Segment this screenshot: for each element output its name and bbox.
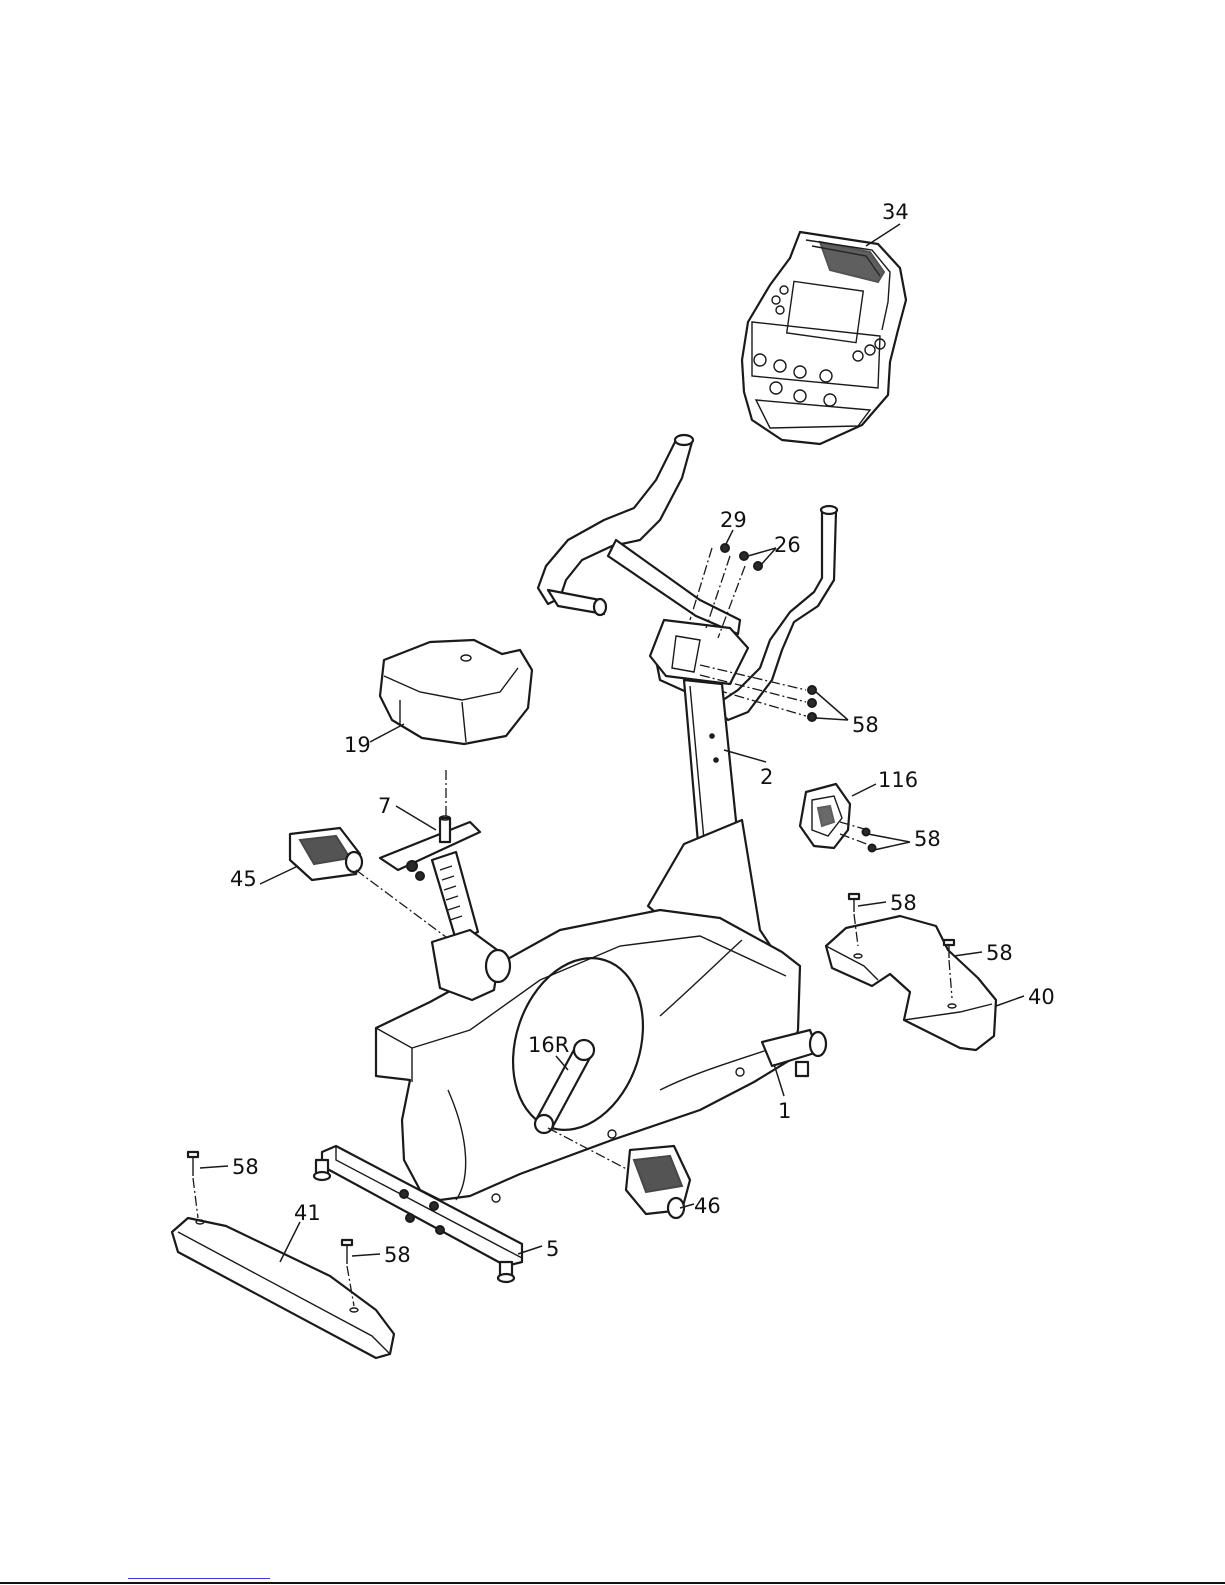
callout-1: 1 <box>778 1099 791 1123</box>
callout-40: 40 <box>1028 985 1055 1009</box>
seat-slider-part-7 <box>380 816 480 940</box>
leader-29 <box>726 530 733 544</box>
callout-26: 26 <box>774 533 801 557</box>
footer-link-underline <box>128 1578 270 1579</box>
leader-58-front-b <box>352 1254 380 1256</box>
leader-26 <box>748 548 776 566</box>
callout-2: 2 <box>760 765 773 789</box>
leader-58-handlebar <box>816 692 848 720</box>
callout-19: 19 <box>344 733 371 757</box>
callout-7: 7 <box>378 794 391 818</box>
bolt-58-handlebar-a <box>808 686 816 694</box>
leader-7 <box>396 806 436 830</box>
left-pedal-part-45 <box>290 828 362 880</box>
callout-58-sensor: 58 <box>914 827 941 851</box>
leader-58-rear-b <box>954 952 982 956</box>
leader-116 <box>852 784 876 796</box>
front-cover-part-41 <box>172 1218 394 1358</box>
sensor-part-116 <box>800 784 872 848</box>
leader-19 <box>370 724 404 742</box>
callout-116: 116 <box>878 768 918 792</box>
callout-58-handlebar: 58 <box>852 713 879 737</box>
leader-45 <box>260 866 298 884</box>
page-bottom-border <box>0 1582 1225 1584</box>
callout-58-rear-b: 58 <box>986 941 1013 965</box>
callout-34: 34 <box>882 200 909 224</box>
handlebar-assembly <box>538 435 837 720</box>
leader-40 <box>996 996 1024 1006</box>
leader-34 <box>866 224 900 246</box>
bolt-58-front-a <box>188 1152 198 1218</box>
washer-26a <box>740 552 748 560</box>
left-pedal-axis <box>356 870 450 940</box>
callout-29: 29 <box>720 508 747 532</box>
callout-58-front-b: 58 <box>384 1243 411 1267</box>
callout-46: 46 <box>694 1194 721 1218</box>
callout-41: 41 <box>294 1201 321 1225</box>
leader-58-rear-a <box>858 902 886 906</box>
seat-part-19 <box>380 640 532 744</box>
callout-5: 5 <box>546 1237 559 1261</box>
callout-58-front-a: 58 <box>232 1155 259 1179</box>
nut-29 <box>721 544 729 552</box>
bolt-58-handlebar-b <box>808 699 816 707</box>
callout-16r: 16R <box>528 1033 569 1057</box>
leader-1 <box>774 1064 784 1096</box>
callout-58-rear-a: 58 <box>890 891 917 915</box>
console-part-34 <box>742 232 906 444</box>
leader-58-front-a <box>200 1166 228 1168</box>
bolt-58-handlebar-c <box>808 713 816 721</box>
callout-45: 45 <box>230 867 257 891</box>
rear-cover-part-40 <box>826 916 996 1050</box>
